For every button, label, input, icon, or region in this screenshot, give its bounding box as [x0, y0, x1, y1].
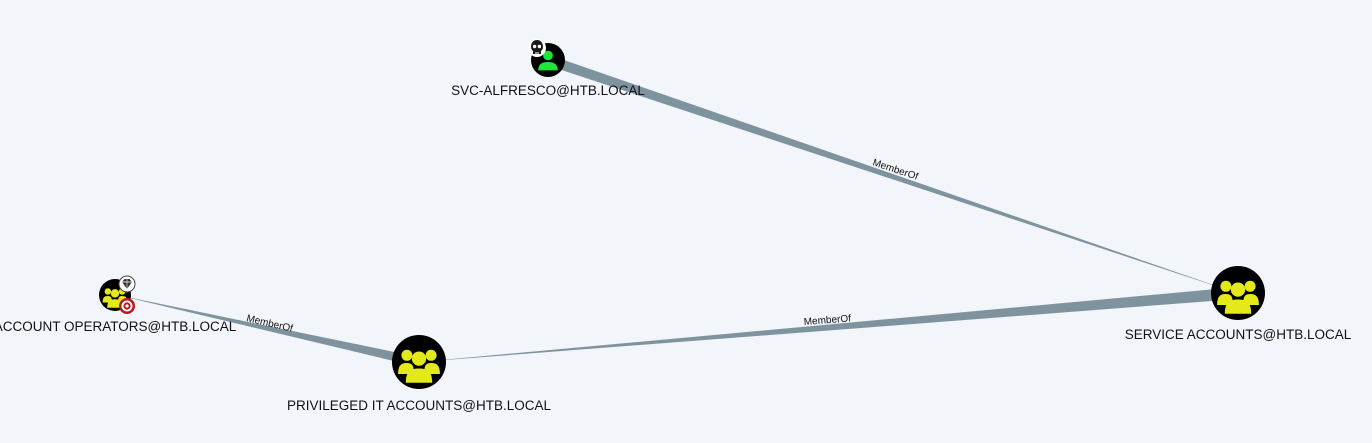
node-service-accounts[interactable]: SERVICE ACCOUNTS@HTB.LOCAL — [1125, 266, 1352, 342]
node-privileged-it-accounts[interactable]: PRIVILEGED IT ACCOUNTS@HTB.LOCAL — [287, 335, 552, 413]
edge-service-accounts-memberof-privileged-it[interactable]: MemberOf — [419, 287, 1238, 362]
edge-label: MemberOf — [245, 313, 294, 335]
node-svc-alfresco[interactable]: SVC-ALFRESCO@HTB.LOCAL — [451, 39, 645, 98]
edge-label: MemberOf — [803, 313, 851, 328]
node-label: PRIVILEGED IT ACCOUNTS@HTB.LOCAL — [287, 398, 552, 413]
edge-svc-alfresco-memberof-service-accounts[interactable]: MemberOf — [548, 54, 1238, 294]
target-icon — [119, 298, 135, 314]
node-account-operators[interactable]: ACCOUNT OPERATORS@HTB.LOCAL — [0, 275, 237, 334]
skull-icon — [528, 39, 546, 57]
node-label: SERVICE ACCOUNTS@HTB.LOCAL — [1125, 327, 1352, 342]
node-label: ACCOUNT OPERATORS@HTB.LOCAL — [0, 319, 237, 334]
gem-icon — [118, 275, 136, 293]
node-label: SVC-ALFRESCO@HTB.LOCAL — [451, 83, 645, 98]
